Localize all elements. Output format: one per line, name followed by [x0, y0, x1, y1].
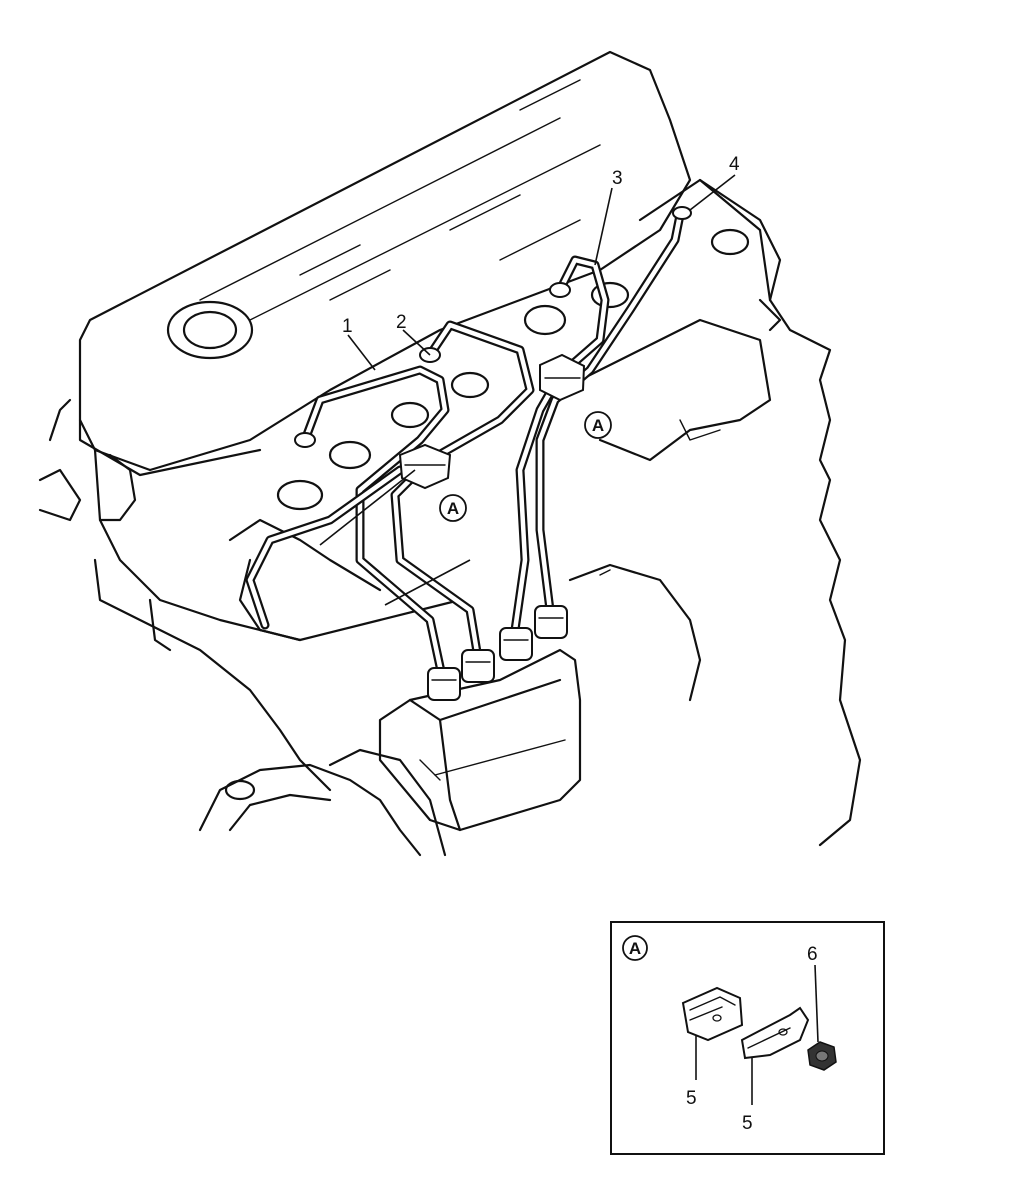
callout-5b: 5 — [742, 1113, 753, 1134]
injection-pipes — [245, 210, 685, 695]
detail-marker-a-right: A — [584, 411, 612, 439]
clamp-half-lower — [740, 1006, 810, 1060]
detail-marker-a-right-label: A — [592, 416, 604, 435]
detail-inset-a: A 5 5 6 — [610, 921, 885, 1155]
callout-1: 1 — [342, 316, 353, 337]
callout-4: 4 — [729, 154, 740, 175]
inset-marker-a: A — [622, 935, 648, 961]
callout-6: 6 — [807, 944, 818, 965]
engine-outline — [38, 50, 862, 857]
callout-3: 3 — [612, 168, 623, 189]
callout-2: 2 — [396, 312, 407, 333]
detail-marker-a-center: A — [439, 494, 467, 522]
pump-fittings — [427, 605, 568, 701]
nut — [807, 1041, 837, 1071]
callout-5a: 5 — [686, 1088, 697, 1109]
detail-marker-a-center-label: A — [447, 499, 459, 518]
leader-lines — [319, 174, 736, 606]
pipe-clamps — [398, 353, 586, 490]
clamp-half-upper — [681, 986, 744, 1042]
injector-nuts — [294, 206, 692, 448]
inset-marker-a-label: A — [629, 939, 641, 958]
